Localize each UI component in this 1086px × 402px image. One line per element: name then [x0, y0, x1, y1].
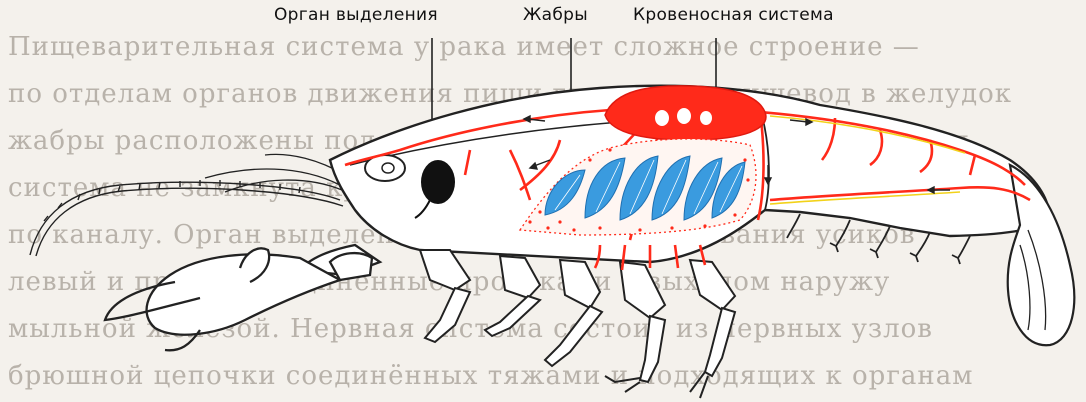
walking-legs [420, 250, 735, 398]
label-circulatory-system: Кровеносная система [630, 5, 837, 25]
tail-fan [1008, 165, 1075, 345]
claw [105, 245, 380, 350]
heart-icon [605, 86, 766, 140]
label-excretory-organ: Орган выделения [271, 5, 441, 25]
label-gills: Жабры [520, 5, 591, 25]
antenna-long [30, 180, 343, 256]
